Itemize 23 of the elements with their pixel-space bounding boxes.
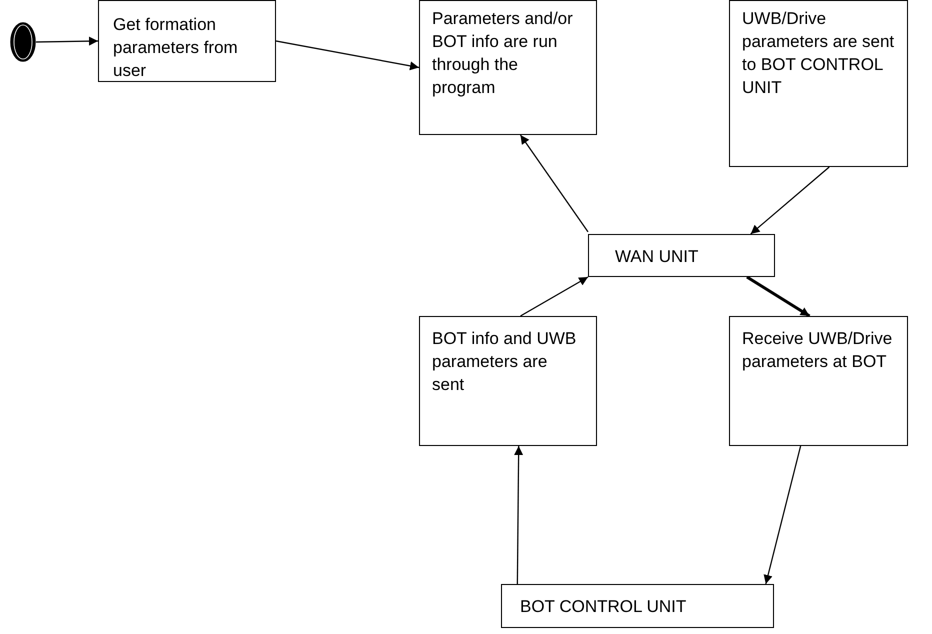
process-box [729,316,908,446]
box-text: UWB/Drive parameters are sent to BOT CONTROL UNIT [742,8,895,99]
box-text: Get formation parameters from user [113,14,239,82]
arrow [36,36,98,46]
arrow [276,40,420,70]
box-text: Receive UWB/Drive parameters at BOT [742,328,894,373]
arrow [764,446,802,584]
arrow [520,134,588,232]
box-text: BOT CONTROL UNIT [520,596,688,618]
box-text: BOT info and UWB parameters are sent [432,328,578,396]
process-box [419,316,597,446]
process-box [729,0,908,167]
process-box [98,0,276,82]
process-box [588,234,775,277]
box-text: Parameters and/or BOT info are run through the program [432,8,574,99]
start-node [10,22,36,62]
arrow [520,276,588,317]
box-text: WAN UNIT [615,246,700,268]
arrow [746,276,810,318]
arrow [750,166,830,234]
process-box [501,584,774,628]
arrow [514,446,524,584]
process-box [419,0,597,135]
